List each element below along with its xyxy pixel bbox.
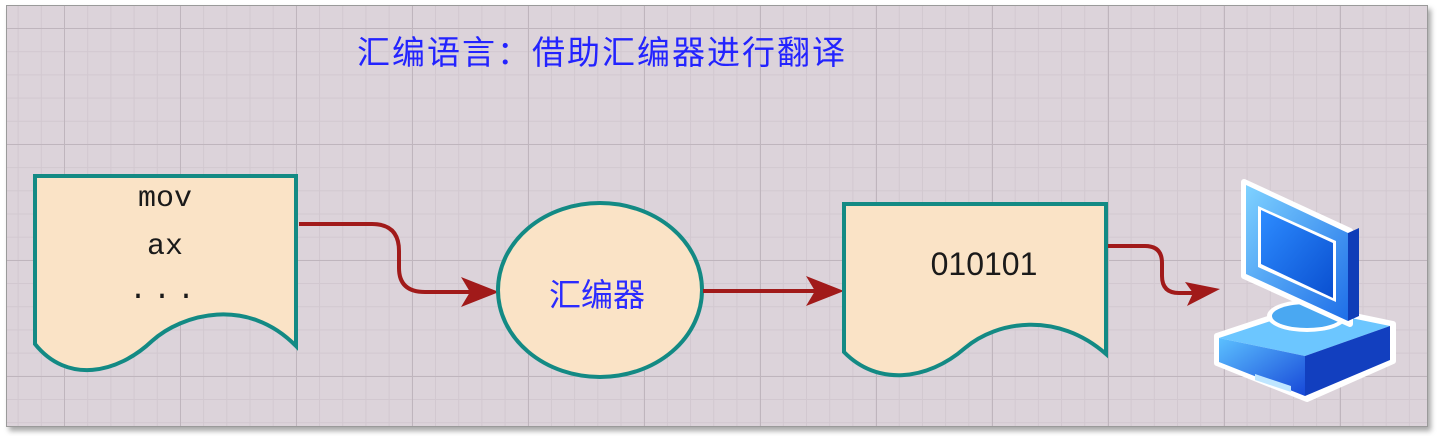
arrowhead-to-assembler xyxy=(461,277,499,307)
diagram-shapes xyxy=(33,174,1396,402)
binary-code-text: 010101 xyxy=(930,246,1038,282)
source-document-shape xyxy=(33,174,298,373)
assembler-circle xyxy=(496,201,704,379)
source-code-line: ... xyxy=(128,274,201,308)
arrowhead-to-binary xyxy=(806,276,844,306)
connector-binary-to-computer xyxy=(1108,244,1197,295)
source-code-line: mov xyxy=(137,182,192,216)
connector-source-to-assembler xyxy=(299,222,475,294)
assembler-label: 汇编器 xyxy=(548,276,645,314)
source-code-line: ax xyxy=(146,230,183,264)
binary-document-shape xyxy=(842,202,1108,378)
diagram-canvas: 汇编语言：借助汇编器进行翻译 mov ax ... 汇编器 010101 xyxy=(6,5,1428,427)
diagram-title: 汇编语言：借助汇编器进行翻译 xyxy=(357,33,847,72)
computer-icon xyxy=(1214,179,1396,402)
arrowhead-to-computer xyxy=(1185,282,1220,306)
